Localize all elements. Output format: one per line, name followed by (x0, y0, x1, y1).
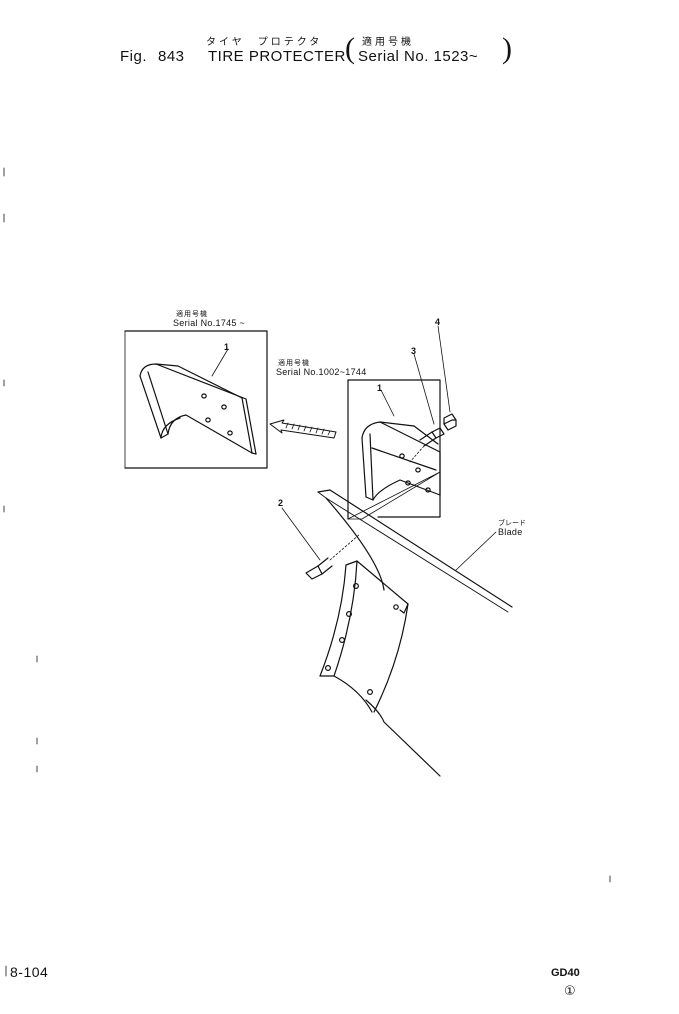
bolt-part-2 (305, 557, 333, 580)
scan-specks (3, 167, 611, 977)
page-number: 8-104 (10, 964, 49, 980)
revision-mark: ① (564, 984, 576, 999)
serial-open-paren: ( (345, 32, 355, 65)
model-code: GD40 (551, 967, 580, 979)
header-serial-range: Serial No. 1523~ (358, 48, 479, 65)
detail-new-serial-japanese: 適用号機 (176, 310, 208, 318)
callout-part-4: 4 (435, 317, 441, 327)
figure-number: 843 (158, 48, 185, 65)
page-title: TIRE PROTECTER (208, 48, 346, 65)
blade-label-japanese: ブレード (498, 519, 526, 527)
serial-close-paren: ) (502, 32, 512, 65)
title-japanese: タイヤ プロテクタ (206, 37, 323, 48)
callout-part-1-new: 1 (224, 342, 230, 352)
header-serial-japanese: 適用号機 (362, 37, 414, 48)
detail-old-serial-japanese: 適用号機 (278, 359, 310, 367)
callout-part-1-old: 1 (377, 383, 383, 393)
replacement-arrow (269, 419, 337, 439)
detail-box-old (347, 379, 441, 520)
detail-new-serial-range: Serial No.1745 ~ (173, 318, 246, 328)
tire-protector-plate-new (139, 363, 257, 455)
blade-side-plate (319, 560, 409, 713)
blade-label: Blade (498, 527, 523, 537)
callout-part-3: 3 (411, 346, 417, 356)
nut-part-4 (443, 413, 457, 431)
figure-label: Fig. (120, 48, 148, 65)
blade (317, 489, 513, 777)
leader-lines (211, 325, 497, 571)
tire-protector-plate-old (361, 421, 441, 501)
detail-box-new (124, 330, 268, 469)
detail-old-serial-range: Serial No.1002~1744 (276, 367, 367, 377)
callout-part-2: 2 (278, 498, 284, 508)
bolt-part-3 (419, 427, 445, 447)
